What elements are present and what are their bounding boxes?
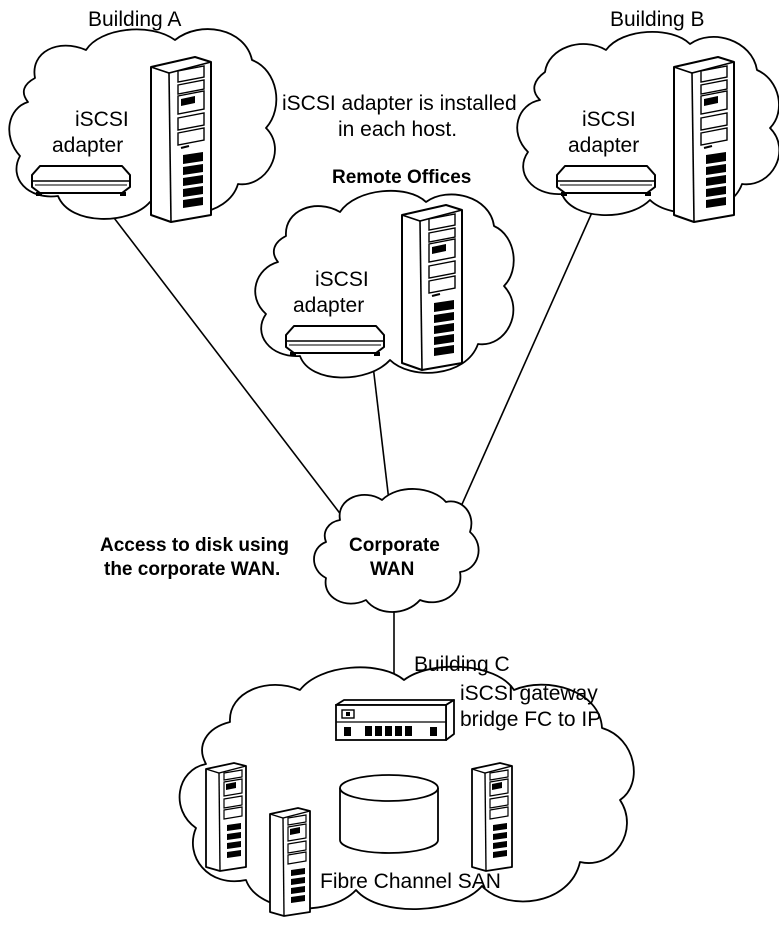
- remote-adapter-label-line2: adapter: [293, 294, 365, 317]
- gateway-label-line1: iSCSI gateway: [460, 682, 598, 705]
- building-b-adapter-label-line2: adapter: [568, 134, 640, 157]
- building-a-adapter-label-line1: iSCSI: [75, 108, 129, 131]
- link-building-a-to-wan: [94, 192, 346, 521]
- server-tower-icon-building-a: [150, 56, 212, 223]
- building-a-title: Building A: [88, 8, 182, 31]
- server-tower-icon-remote-offices: [401, 204, 463, 371]
- remote-offices-title: Remote Offices: [332, 167, 472, 188]
- link-building-b-to-wan: [454, 189, 603, 521]
- building-b-title: Building B: [610, 8, 705, 31]
- gateway-switch-icon: [335, 699, 455, 741]
- remote-adapter-label-line1: iSCSI: [315, 268, 369, 291]
- building-b-adapter-label-line1: iSCSI: [582, 108, 636, 131]
- gateway-label-line2: bridge FC to IP: [460, 708, 602, 731]
- server-tower-icon-san-1: [205, 762, 247, 872]
- access-note-line1: Access to disk using: [100, 535, 290, 556]
- installed-note-line2: in each host.: [338, 118, 458, 141]
- iscsi-adapter-icon-remote-offices: [285, 325, 385, 357]
- server-tower-icon-san-2: [269, 807, 311, 917]
- server-tower-icon-building-b: [673, 56, 735, 223]
- disk-storage-icon: [339, 774, 439, 854]
- corporate-wan-label-line2: WAN: [370, 559, 415, 580]
- installed-note-line1: iSCSI adapter is installed: [282, 92, 517, 115]
- building-a-adapter-label-line2: adapter: [52, 134, 124, 157]
- iscsi-adapter-icon-building-a: [31, 165, 131, 197]
- building-c-title: Building C: [414, 653, 510, 676]
- fibre-channel-san-label: Fibre Channel SAN: [320, 870, 501, 893]
- access-note-line2: the corporate WAN.: [104, 559, 281, 580]
- server-tower-icon-san-3: [471, 762, 513, 872]
- cloud-icon-corporate-wan: [313, 488, 480, 613]
- iscsi-adapter-icon-building-b: [556, 165, 656, 197]
- link-remote-to-wan: [371, 356, 392, 519]
- corporate-wan-label-line1: Corporate: [349, 535, 440, 556]
